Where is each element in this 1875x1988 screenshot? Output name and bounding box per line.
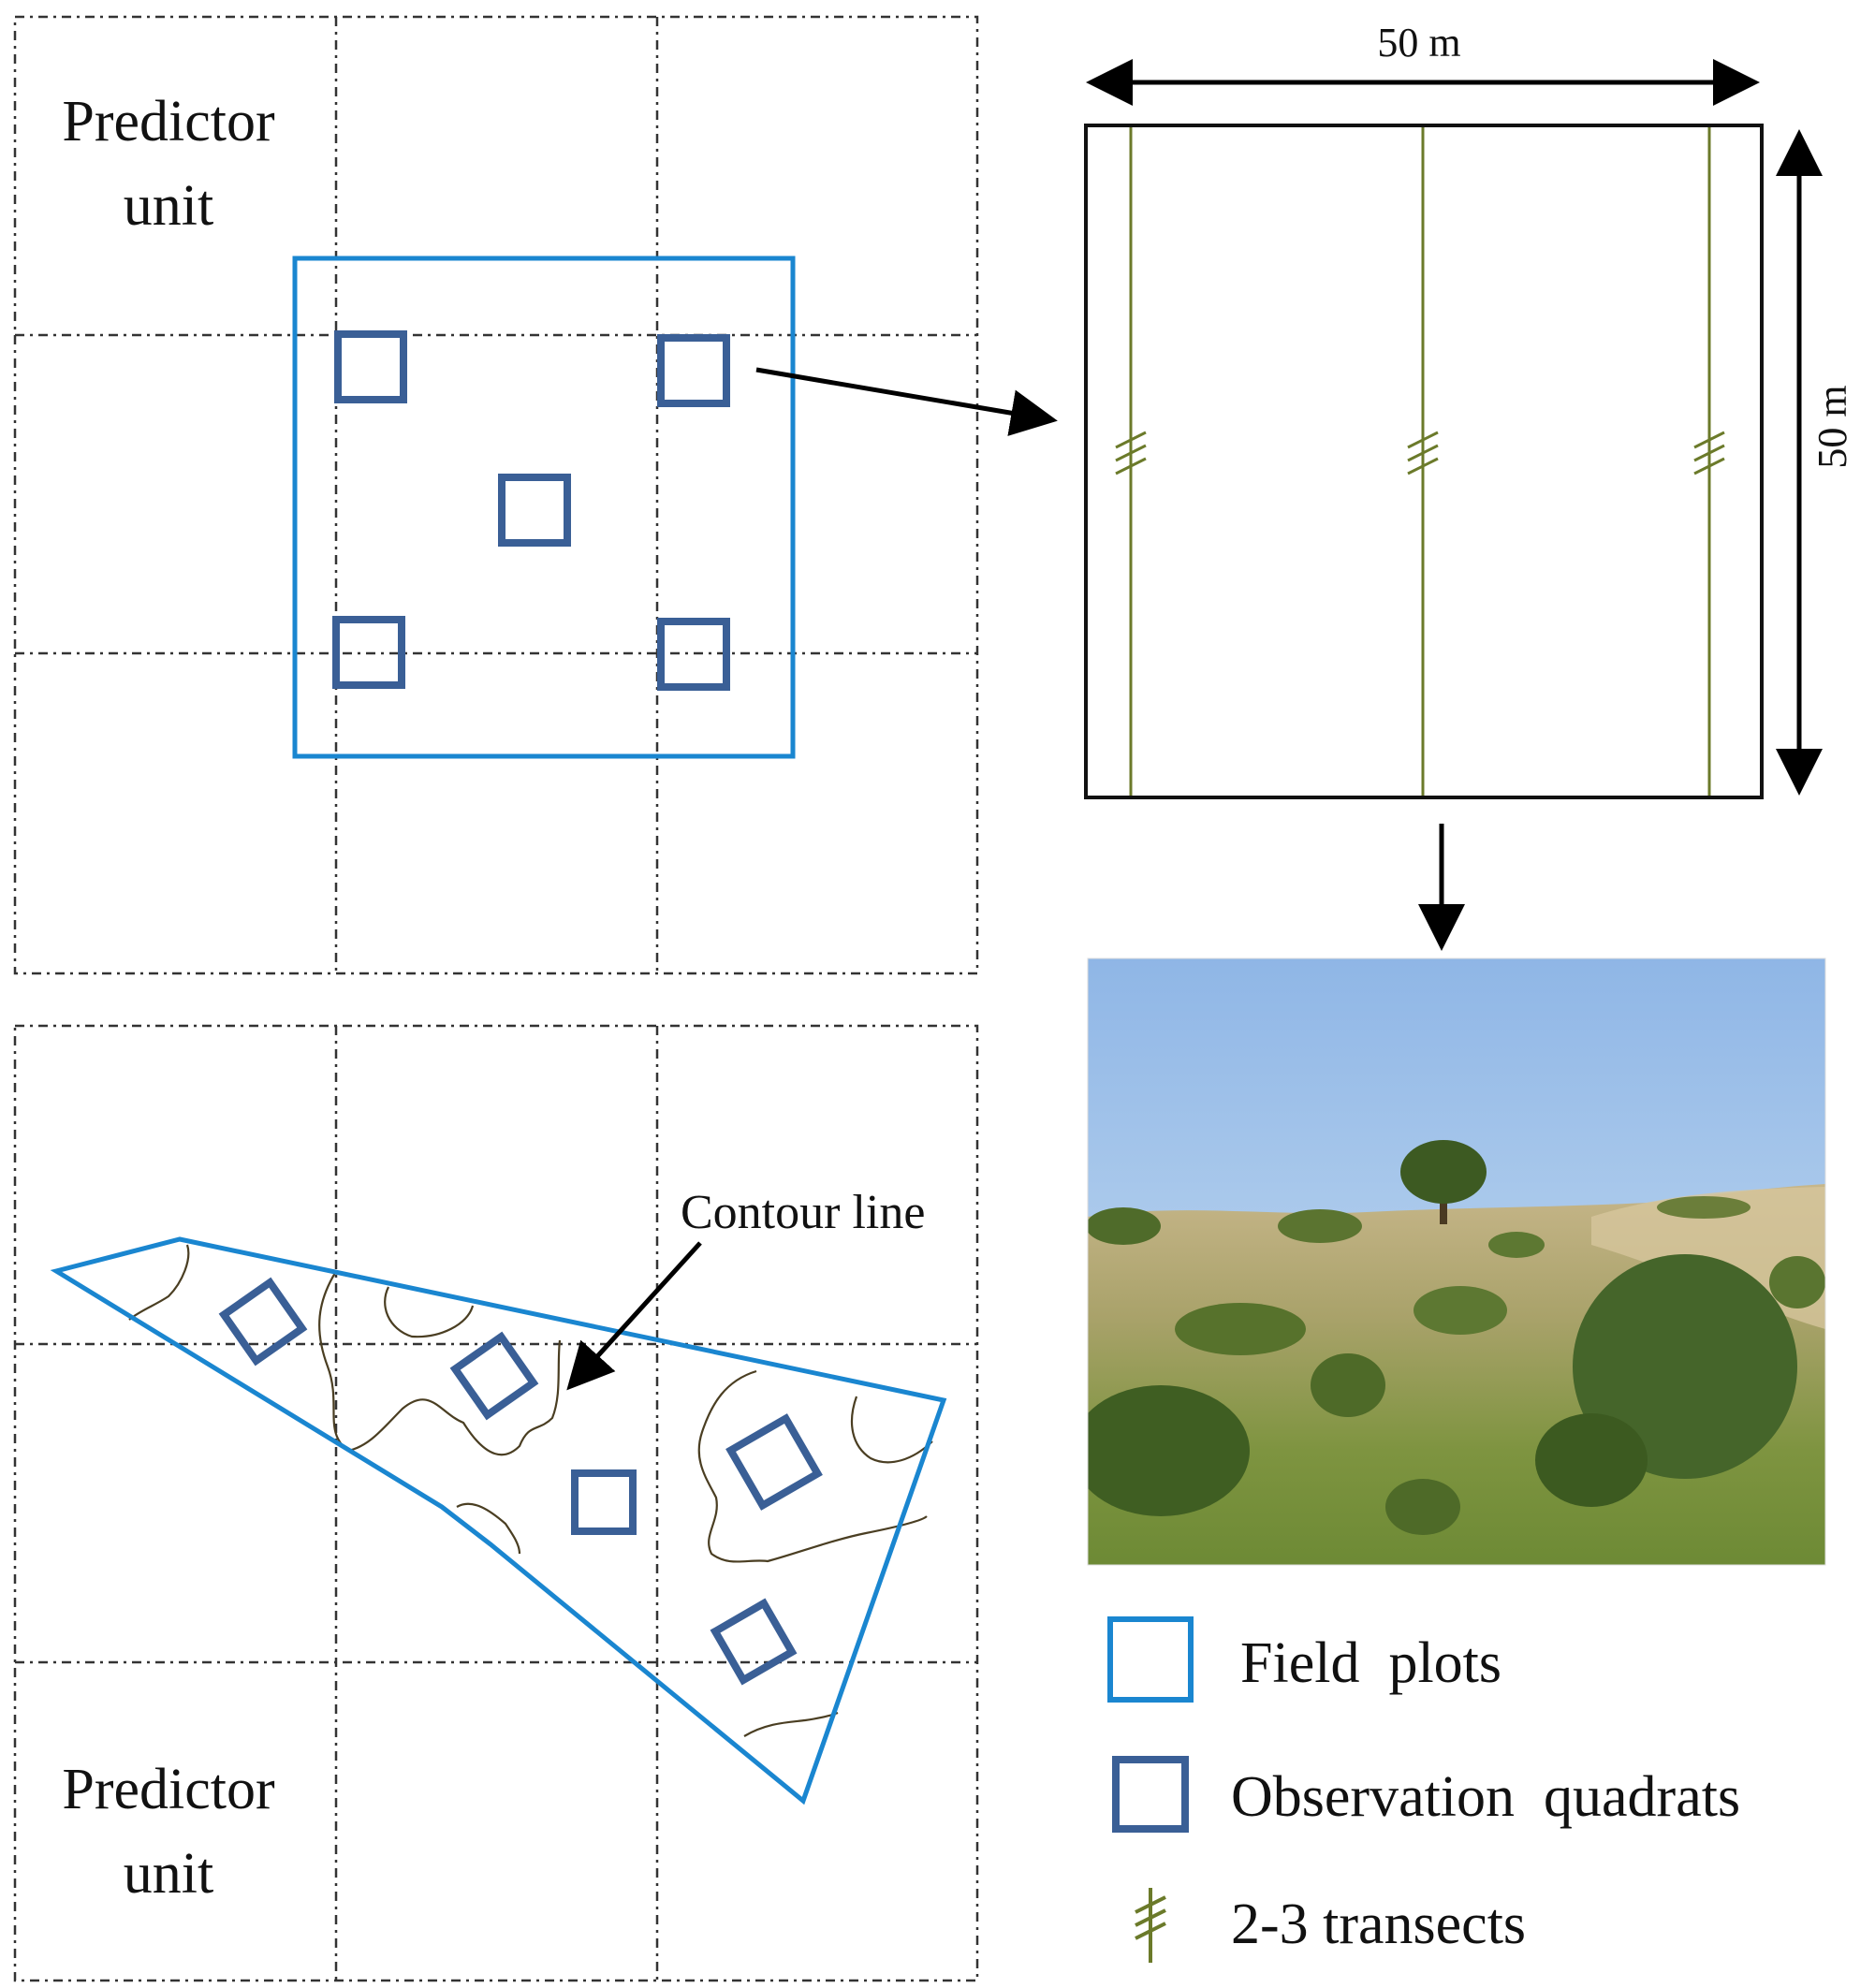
transect-ticks xyxy=(1115,431,1725,475)
plot-square xyxy=(1084,124,1764,799)
transect-tick-icon xyxy=(1693,431,1725,475)
contour-line-label: Contour line xyxy=(681,1186,925,1239)
predictor-unit-label: unit xyxy=(124,1842,213,1906)
field-plot-legend-icon xyxy=(1107,1616,1194,1703)
legend: Field plots Observation quadrats 2-3 tra… xyxy=(1107,1616,1740,1963)
legend-label-observation-quadrats: Observation quadrats xyxy=(1231,1765,1740,1829)
transect-tick-icon xyxy=(1115,431,1147,475)
height-dimension-label: 50 m xyxy=(1809,385,1855,468)
contour-lines xyxy=(128,1244,933,1737)
predictor-unit-label: Predictor xyxy=(62,90,275,153)
photo-frame xyxy=(1087,957,1826,1566)
observation-quadrat xyxy=(332,616,405,689)
contour-line xyxy=(318,1272,562,1456)
field-plot xyxy=(50,1236,947,1805)
contour-line xyxy=(697,1369,928,1563)
predictor-unit-label: unit xyxy=(124,174,213,238)
contour-line xyxy=(850,1396,933,1464)
contour-line xyxy=(456,1502,521,1555)
observation-quadrat-legend-icon xyxy=(1112,1756,1189,1833)
field-plot xyxy=(292,256,796,759)
observation-quadrat xyxy=(657,334,730,407)
grid-border xyxy=(13,15,979,975)
observation-quadrat xyxy=(218,1277,308,1367)
legend-label-transects: 2-3 transects xyxy=(1231,1893,1526,1956)
observation-quadrat xyxy=(725,1413,823,1511)
observation-quadrat xyxy=(498,474,571,547)
transect-tick-icon xyxy=(1407,431,1439,475)
top-grid-panel: Predictor unit xyxy=(13,15,1058,975)
landscape-photo xyxy=(1088,958,1825,1565)
observation-quadrat xyxy=(449,1331,539,1421)
grid-border xyxy=(13,1024,979,1982)
contour-line xyxy=(743,1711,839,1737)
bottom-grid-panel: Predictor unit Contour line xyxy=(13,1024,979,1982)
contour-line xyxy=(384,1286,475,1338)
observation-quadrat xyxy=(334,330,407,403)
contour-line xyxy=(128,1244,190,1321)
observation-quadrat xyxy=(657,618,730,691)
zoom-arrow xyxy=(755,367,1058,436)
transect-legend-icon xyxy=(1135,1888,1166,1963)
plot-detail: 50 m 50 m xyxy=(1084,20,1855,951)
observation-quadrat xyxy=(571,1469,637,1535)
observation-quadrat xyxy=(710,1598,798,1686)
contour-line-arrow xyxy=(566,1241,702,1391)
transect-lines xyxy=(1129,127,1711,796)
width-dimension-label: 50 m xyxy=(1377,20,1460,66)
predictor-unit-label: Predictor xyxy=(62,1758,275,1821)
legend-label-field-plots: Field plots xyxy=(1240,1631,1501,1695)
